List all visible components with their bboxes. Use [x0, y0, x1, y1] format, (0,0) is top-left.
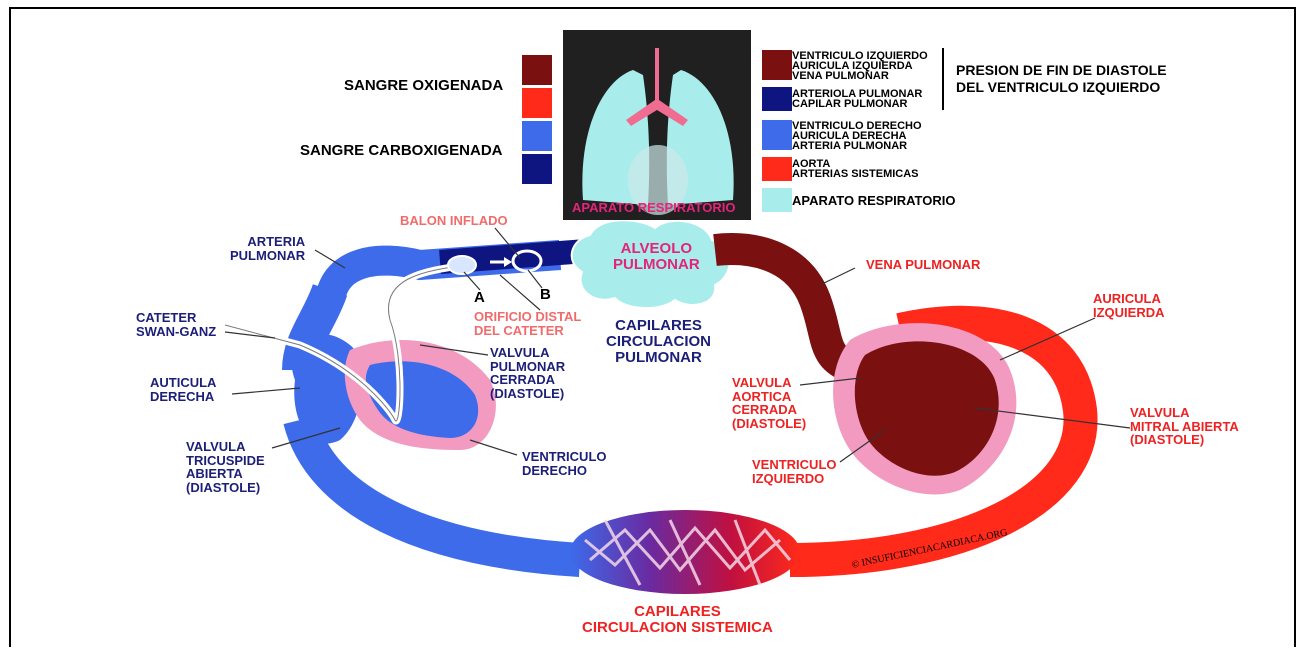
lungs-xray-image	[563, 30, 751, 220]
auricula-izquierda-label: AURICULA IZQUIERDA	[1093, 292, 1165, 319]
legend-text-3: VENTRICULO DERECHO AURICULA DERECHA ARTE…	[792, 121, 922, 151]
legend-text-4: AORTA ARTERIAS SISTEMICAS	[792, 159, 919, 179]
capilares-sistemica-label: CAPILARES CIRCULACION SISTEMICA	[582, 604, 773, 636]
vena-pulmonar-label: VENA PULMONAR	[866, 258, 980, 272]
orificio-label: ORIFICIO DISTAL DEL CATETER	[474, 310, 581, 337]
valvula-aortica-label: VALVULA AORTICA CERRADA (DIASTOLE)	[732, 376, 806, 431]
capilares-pulmonar-label: CAPILARES CIRCULACION PULMONAR	[606, 318, 711, 365]
legend-swatch-4	[762, 157, 792, 181]
legend-text-1: VENTRICULO IZQUIERDO AURICULA IZQUIERDA …	[792, 51, 928, 81]
valvula-tricuspide-label: VALVULA TRICUSPIDE ABIERTA (DIASTOLE)	[186, 440, 265, 495]
sangre-oxigenada-label: SANGRE OXIGENADA	[344, 78, 503, 94]
balloon-inflated	[448, 256, 476, 274]
legend-swatch-2	[762, 87, 792, 111]
balon-inflado-label: BALON INFLADO	[400, 214, 508, 228]
point-b-label: B	[540, 287, 551, 303]
arteria-pulmonar-label: ARTERIA PULMONAR	[230, 235, 305, 262]
valvula-mitral-label: VALVULA MITRAL ABIERTA (DIASTOLE)	[1130, 406, 1239, 447]
swatch-carb-blue	[522, 121, 552, 151]
legend-swatch-1	[762, 50, 792, 80]
legend-text-5: APARATO RESPIRATORIO	[792, 194, 955, 208]
auticula-derecha-label: AUTICULA DERECHA	[150, 376, 216, 403]
swatch-carb-navy	[522, 154, 552, 184]
swatch-oxy-red	[522, 88, 552, 118]
ventriculo-izquierdo-label: VENTRICULO IZQUIERDO	[752, 458, 837, 485]
swatch-oxy-dark	[522, 55, 552, 85]
ventriculo-derecho-label: VENTRICULO DERECHO	[522, 450, 607, 477]
presion-label: PRESION DE FIN DE DIASTOLE DEL VENTRICUL…	[956, 62, 1167, 96]
legend-bracket	[942, 48, 944, 110]
point-a-label: A	[474, 290, 485, 306]
legend-swatch-3	[762, 120, 792, 150]
cateter-label: CATETER SWAN-GANZ	[136, 311, 216, 338]
pulmonary-vein	[715, 249, 860, 370]
xray-caption: APARATO RESPIRATORIO	[572, 201, 735, 215]
legend-swatch-5	[762, 188, 792, 212]
alveolo-label: ALVEOLO PULMONAR	[613, 241, 700, 273]
legend-text-2: ARTERIOLA PULMONAR CAPILAR PULMONAR	[792, 89, 922, 109]
sangre-carboxigenada-label: SANGRE CARBOXIGENADA	[300, 143, 503, 159]
valvula-pulmonar-label: VALVULA PULMONAR CERRADA (DIASTOLE)	[490, 346, 565, 401]
